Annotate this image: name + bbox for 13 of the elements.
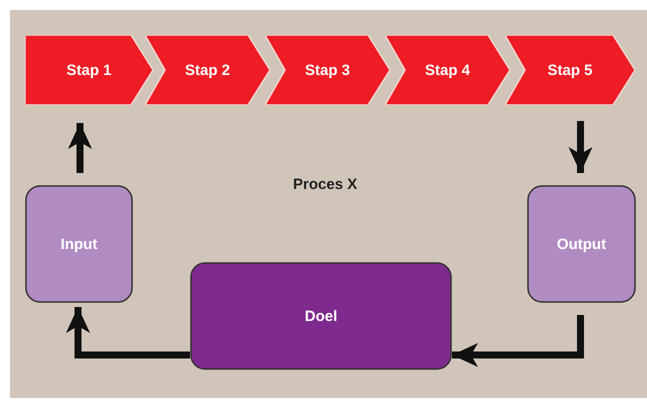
node-label: Doel	[304, 308, 338, 324]
arrow	[66, 307, 190, 358]
node-label: Stap 2	[184, 62, 230, 78]
process-title: Proces X	[293, 176, 358, 193]
node-label: Stap 4	[424, 62, 470, 78]
node-label: Output	[556, 236, 606, 252]
node-label: Input	[60, 236, 98, 252]
node-label: Stap 3	[304, 62, 350, 78]
node-label: Stap 5	[547, 62, 592, 78]
arrow	[68, 123, 92, 173]
arrow	[452, 315, 584, 367]
node-label: Stap 1	[66, 62, 112, 78]
arrow	[568, 121, 592, 173]
